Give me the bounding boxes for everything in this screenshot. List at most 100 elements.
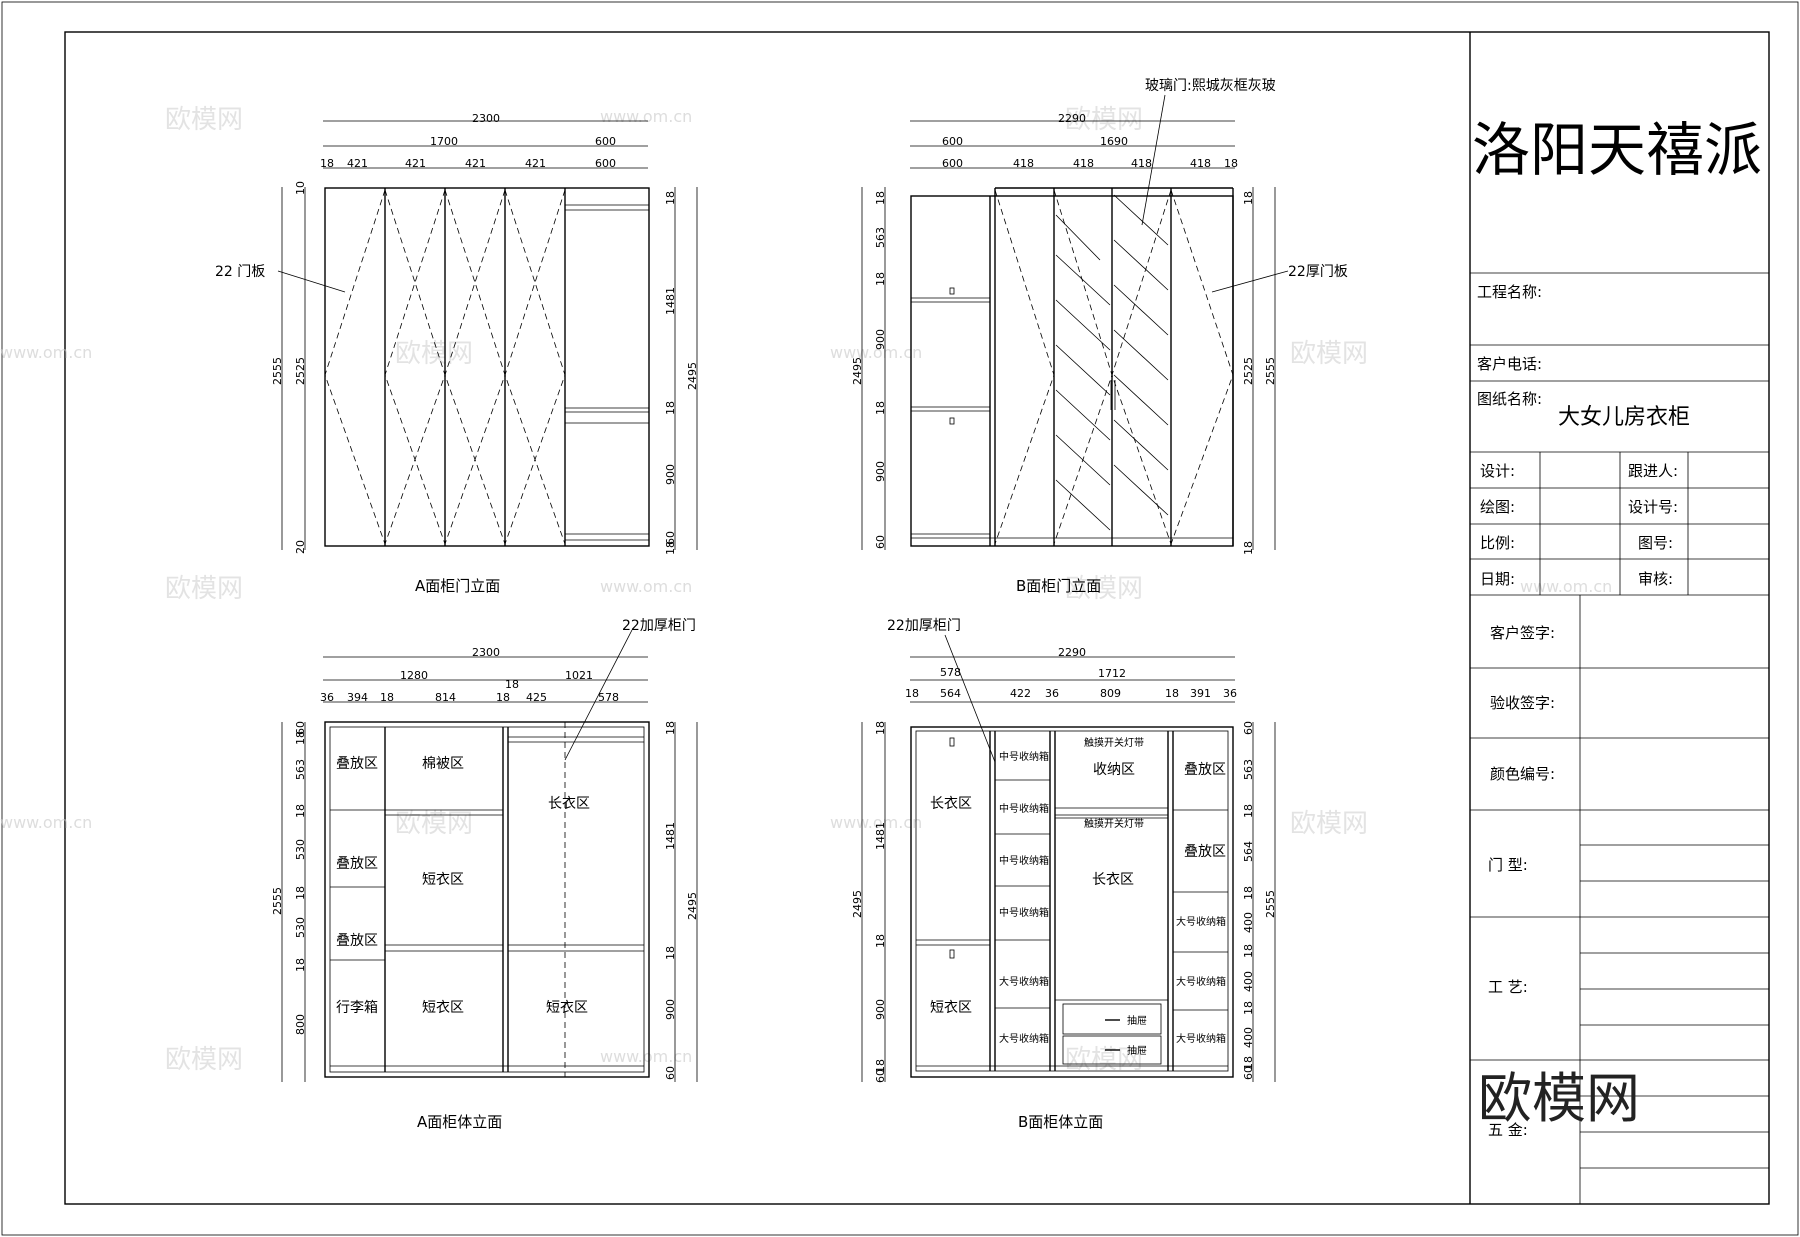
- dim-part: 18: [1165, 687, 1179, 700]
- light-strip-label: 触摸开关灯带: [1084, 736, 1144, 749]
- watermark-text: 欧模网: [395, 339, 473, 369]
- watermarks: 欧模网 www.om.cn 欧模网 www.om.cn 欧模网 www.om.c…: [0, 105, 1612, 1075]
- dim-part: 564: [940, 687, 961, 700]
- bin-label: 中号收纳箱: [999, 854, 1049, 867]
- dim-part: 394: [347, 691, 368, 704]
- dim-part: 418: [1073, 157, 1094, 170]
- dim-left: 60: [874, 1069, 887, 1083]
- dim-left: 2495: [851, 890, 864, 918]
- dim-right: 60: [664, 1066, 677, 1080]
- watermark-url: www.om.cn: [600, 107, 692, 126]
- dim-top-total: 2290: [1058, 112, 1086, 125]
- watermark-text: 欧模网: [165, 105, 243, 135]
- dim-right: 2495: [686, 892, 699, 920]
- dim-right: 563: [1242, 759, 1255, 780]
- dim-left: 900: [874, 999, 887, 1020]
- dim-left: 18: [874, 191, 887, 205]
- color-no-label: 颜色编号:: [1490, 765, 1555, 783]
- dim-part: 421: [405, 157, 426, 170]
- dim-part: 391: [1190, 687, 1211, 700]
- figure-no-label: 图号:: [1638, 534, 1673, 552]
- zone-label: 短衣区: [546, 1000, 588, 1016]
- dim-top-sub: 1712: [1098, 667, 1126, 680]
- dim-part: 18: [905, 687, 919, 700]
- dim-left: 18: [874, 272, 887, 286]
- dim-right: 400: [1242, 971, 1255, 992]
- dim-part: 809: [1100, 687, 1121, 700]
- dim-part: 421: [347, 157, 368, 170]
- dim-right: 18: [664, 191, 677, 205]
- dim-part: 422: [1010, 687, 1031, 700]
- watermark-text: 欧模网: [395, 809, 473, 839]
- watermark-url: www.om.cn: [600, 577, 692, 596]
- dim-part: 18: [496, 691, 510, 704]
- dim-top-sub: 1021: [565, 669, 593, 682]
- dim-right: 1481: [664, 822, 677, 850]
- dim-part: 418: [1190, 157, 1211, 170]
- zone-label: 叠放区: [1184, 762, 1226, 778]
- dim-left: 2555: [271, 887, 284, 915]
- design-label: 设计:: [1480, 462, 1515, 480]
- zone-label: 短衣区: [422, 872, 464, 888]
- dim-left: 10: [294, 181, 307, 195]
- dim-left: 18: [874, 934, 887, 948]
- zone-label: 长衣区: [930, 796, 972, 812]
- watermark-text: 欧模网: [1065, 574, 1143, 604]
- project-name-label: 工程名称:: [1477, 283, 1542, 301]
- dim-left: 900: [874, 329, 887, 350]
- dim-part: 421: [465, 157, 486, 170]
- view-b-body-elevation: 2290 578 1712 18 564 422 36 809 18 391 3…: [851, 618, 1277, 1131]
- dim-left: 2525: [294, 357, 307, 385]
- view-caption: B面柜门立面: [1016, 577, 1101, 595]
- dim-right: 18: [664, 541, 677, 555]
- dim-left: 18: [294, 886, 307, 900]
- dim-right: 400: [1242, 1027, 1255, 1048]
- dim-top-sub: 578: [940, 666, 961, 679]
- dim-left: 18: [294, 731, 307, 745]
- watermark-text: 欧模网: [165, 1045, 243, 1075]
- dim-right: 564: [1242, 841, 1255, 862]
- dim-right: 60: [1242, 721, 1255, 735]
- watermark-text: 欧模网: [1065, 105, 1143, 135]
- dim-right: 18: [664, 946, 677, 960]
- scale-label: 比例:: [1480, 534, 1515, 552]
- dim-right: 60: [1242, 1066, 1255, 1080]
- dim-right: 900: [664, 464, 677, 485]
- dim-left: 18: [874, 401, 887, 415]
- dim-left: 20: [294, 540, 307, 554]
- cabinet-frame: [910, 726, 1234, 1078]
- brand-name: 洛阳天禧派: [1472, 116, 1762, 184]
- drafting-label: 绘图:: [1480, 498, 1515, 516]
- dim-left: 18: [294, 958, 307, 972]
- watermark-text: 欧模网: [165, 574, 243, 604]
- bin-label: 大号收纳箱: [1176, 1032, 1226, 1045]
- dim-right: 18: [1242, 944, 1255, 958]
- dim-left: 530: [294, 839, 307, 860]
- dim-top-total: 2300: [472, 646, 500, 659]
- watermark-text: 欧模网: [1065, 1045, 1143, 1075]
- bin-label: 中号收纳箱: [999, 750, 1049, 763]
- light-strip-label: 触摸开关灯带: [1084, 817, 1144, 830]
- watermark-url: www.om.cn: [830, 813, 922, 832]
- drawer-label: 抽屉: [1127, 1014, 1147, 1027]
- door-panel-note: 22 门板: [215, 264, 265, 280]
- zone-label: 长衣区: [1092, 872, 1134, 888]
- drawing-name-value: 大女儿房衣柜: [1558, 405, 1690, 430]
- dim-part: 18: [1224, 157, 1238, 170]
- dim-left: 2495: [851, 357, 864, 385]
- bin-label: 大号收纳箱: [999, 1032, 1049, 1045]
- dim-right: 18: [1242, 191, 1255, 205]
- dim-right: 2525: [1242, 357, 1255, 385]
- dim-top-sub: 1280: [400, 669, 428, 682]
- dim-part: 18: [320, 157, 334, 170]
- drawing-name-label: 图纸名称:: [1477, 390, 1542, 408]
- client-sign-label: 客户签字:: [1490, 624, 1555, 642]
- watermark-url: www.om.cn: [0, 813, 92, 832]
- watermark-url: www.om.cn: [0, 343, 92, 362]
- dim-right: 18: [1242, 804, 1255, 818]
- dim-left: 60: [294, 721, 307, 735]
- bin-label: 大号收纳箱: [1176, 915, 1226, 928]
- zone-label: 叠放区: [336, 756, 378, 772]
